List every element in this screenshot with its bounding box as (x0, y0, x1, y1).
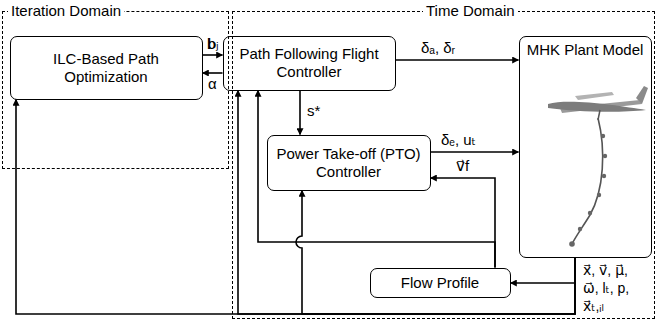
box-label: Power Take-off (PTO) Controller (274, 145, 424, 181)
box-label: ILC-Based Path Optimization (17, 50, 196, 86)
box-label: Path Following Flight Controller (230, 45, 389, 81)
signal-arrow (396, 59, 519, 61)
signal-label: v⃗f (455, 158, 470, 174)
process-box: Path Following Flight Controller (223, 36, 396, 91)
signal-label: 𝐛ⱼ (206, 36, 220, 52)
signal-arrow (511, 258, 576, 284)
domain-region: Iteration DomainILC-Based Path Optimizat… (2, 11, 229, 169)
state-label: x⃗ₜ,ᵢₗ (582, 298, 605, 314)
region-title: Iteration Domain (8, 2, 124, 20)
state-label: x⃗, v⃗, μ⃗, (582, 262, 629, 278)
signal-arrow (296, 191, 575, 315)
signal-label: α (207, 76, 218, 92)
state-label: ω⃗, lₜ, p, (582, 280, 630, 296)
signal-arrow (16, 100, 575, 315)
region-title: Time Domain (423, 2, 518, 20)
signal-arrow (258, 91, 495, 268)
box-label: MHK Plant Model (527, 41, 644, 59)
process-box: ILC-Based Path Optimization (10, 36, 203, 100)
signal-arrow (431, 178, 496, 268)
tether-line (572, 118, 603, 244)
tether-nodes (569, 134, 607, 247)
process-box: Power Take-off (PTO) Controller (267, 135, 431, 191)
signal-label: δₑ, uₜ (440, 132, 477, 148)
signal-arrow (238, 91, 575, 315)
process-box: Flow Profile (370, 268, 511, 298)
signal-arrow (203, 54, 223, 56)
process-box: MHK Plant Model (519, 36, 652, 258)
kite-glider (548, 86, 648, 120)
signal-label: δₐ, δᵣ (420, 40, 456, 56)
box-label: Flow Profile (401, 274, 479, 292)
signal-arrow (203, 72, 223, 74)
signal-label: s* (306, 103, 321, 119)
signal-arrow (431, 151, 519, 153)
signal-arrow (299, 91, 301, 135)
